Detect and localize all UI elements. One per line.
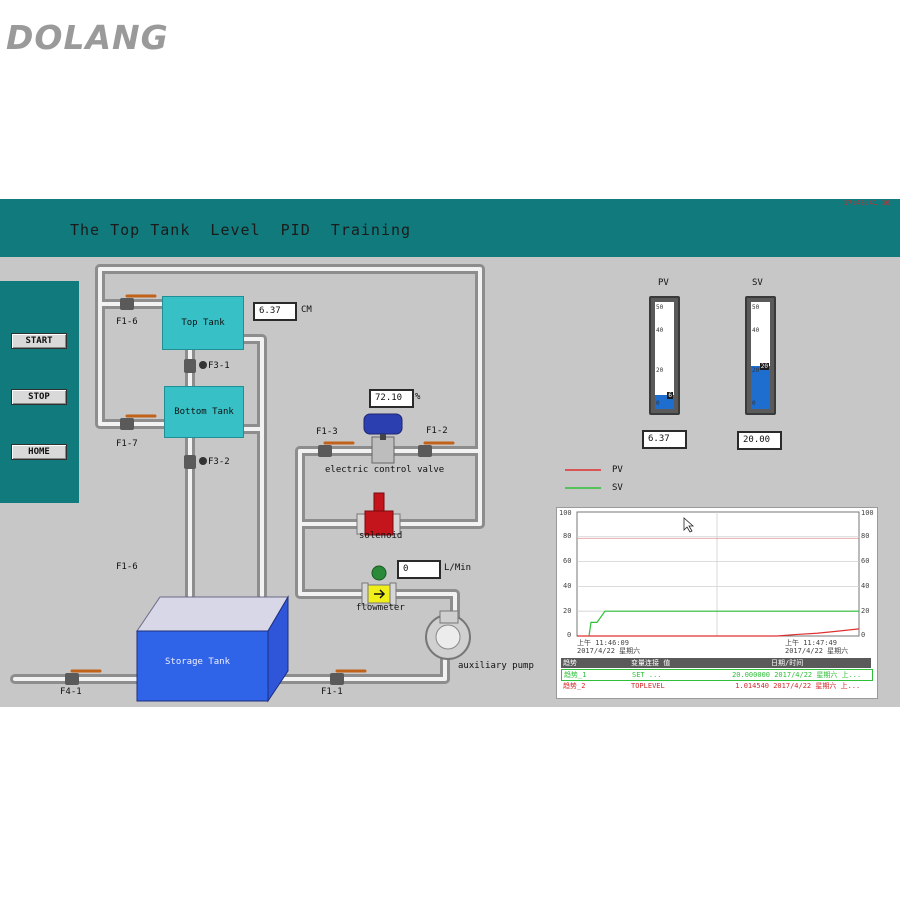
gauge-tick: 20 (752, 367, 760, 374)
valve-label-f1-7: F1-7 (116, 439, 138, 449)
pv-gauge: 50 40 20 0 6 (649, 296, 680, 415)
valve-label-f3-1: F3-1 (208, 361, 230, 371)
flow-readout: 0 (397, 560, 441, 579)
bottom-tank[interactable]: Bottom Tank (164, 386, 244, 438)
valve-label-f1-1: F1-1 (321, 687, 343, 697)
solenoid-icon (364, 492, 394, 536)
row-variable: TOPLEVEL (631, 682, 665, 690)
bottom-tank-label: Bottom Tank (174, 407, 234, 417)
sv-value-input[interactable]: 20.00 (737, 431, 782, 450)
row-value: 1.014540 (735, 682, 769, 690)
valve-label-f4-1: F4-1 (60, 687, 82, 697)
header-datetime: 日期/时间 (771, 659, 804, 667)
header-trend: 趋势 (563, 659, 577, 667)
pump-icon (425, 610, 471, 660)
row-value: 20.000000 (732, 671, 770, 679)
trend-table-header: 趋势 变量连接 值 日期/时间 (561, 658, 871, 668)
trend-plot (576, 511, 860, 637)
gauge-tick: 40 (752, 327, 760, 334)
storage-tank-shape (136, 595, 289, 703)
row-datetime: 2017/4/22 星期六 上... (774, 671, 862, 679)
y-tick-right: 0 (861, 631, 866, 639)
flowmeter-label: flowmeter (356, 603, 405, 613)
sv-gauge: 50 40 20 0 20 (745, 296, 776, 415)
y-tick-left: 100 (559, 509, 572, 517)
header-variable-value: 变量连接 值 (631, 659, 671, 667)
pv-trend-line (577, 628, 860, 637)
legend-pv-label: PV (612, 465, 623, 475)
stop-button[interactable]: STOP (11, 389, 67, 405)
storage-tank-label: Storage Tank (165, 657, 231, 667)
sv-gauge-marker: 20 (759, 363, 769, 371)
solenoid-label: solenoid (359, 531, 403, 541)
row-name: 趋势_2 (563, 682, 586, 690)
gauge-tick: 0 (656, 400, 660, 407)
gauge-tick: 40 (656, 327, 664, 334)
gauge-tick: 50 (656, 304, 664, 311)
y-tick-left: 60 (563, 557, 572, 565)
page-title: The Top Tank Level PID Training (70, 221, 412, 239)
row-name: 趋势_1 (564, 671, 587, 679)
home-button[interactable]: HOME (11, 444, 67, 460)
start-button[interactable]: START (11, 333, 67, 349)
valve-label-f3-2: F3-2 (208, 457, 230, 467)
clock-readout: 17:48:41:16 (843, 199, 890, 207)
y-tick-left: 80 (563, 532, 572, 540)
valve-opening-readout: 72.10 (369, 389, 414, 408)
gauge-tick: 50 (752, 304, 760, 311)
trend-table-row[interactable]: 趋势_1 SET ... 20.000000 2017/4/22 星期六 上... (561, 669, 873, 681)
top-tank[interactable]: Top Tank (162, 296, 244, 350)
control-panel: START STOP HOME (0, 281, 79, 503)
pv-gauge-title: PV (658, 278, 669, 288)
pipe-network (10, 264, 485, 703)
control-valve-icon (363, 413, 403, 464)
cursor-icon (683, 517, 695, 533)
valve-opening-unit: % (415, 392, 421, 402)
trend-chart[interactable]: 100 80 60 40 20 0 100 80 60 40 20 0 上午 1… (556, 507, 878, 699)
y-tick-left: 0 (567, 631, 572, 639)
valve-label-f1-3: F1-3 (316, 427, 338, 437)
flow-unit: L/Min (444, 563, 472, 573)
top-level-readout: 6.37 (253, 302, 297, 321)
y-tick-right: 20 (861, 607, 870, 615)
electric-valve-label: electric control valve (325, 465, 445, 475)
x-end-date: 2017/4/22 星期六 (785, 647, 849, 655)
pv-value-readout: 6.37 (642, 430, 687, 449)
x-start-time: 上午 11:46:09 (577, 639, 629, 647)
flowmeter-icon (367, 565, 391, 604)
top-level-unit: CM (301, 305, 312, 315)
row-variable: SET ... (632, 671, 662, 679)
auxiliary-pump-label: auxiliary pump (458, 661, 534, 671)
y-tick-right: 100 (861, 509, 874, 517)
sv-trend-line (588, 610, 859, 637)
top-tank-label: Top Tank (181, 318, 225, 328)
gauge-tick: 20 (656, 367, 664, 374)
y-tick-left: 20 (563, 607, 572, 615)
title-bar: The Top Tank Level PID Training 17:48:41… (0, 199, 900, 257)
pv-gauge-marker: 6 (667, 392, 673, 400)
gauge-tick: 0 (752, 400, 756, 407)
trend-table-row[interactable]: 趋势_2 TOPLEVEL 1.014540 2017/4/22 星期六 上... (561, 681, 871, 691)
y-tick-left: 40 (563, 582, 572, 590)
x-end-time: 上午 11:47:49 (785, 639, 837, 647)
valve-label-f1-6-side: F1-6 (116, 562, 138, 572)
sv-gauge-fill (751, 366, 770, 409)
y-tick-right: 40 (861, 582, 870, 590)
dolang-logo: DOLANG (6, 18, 169, 57)
scada-screen: The Top Tank Level PID Training 17:48:41… (0, 199, 900, 707)
y-tick-right: 80 (861, 532, 870, 540)
legend-sv-label: SV (612, 483, 623, 493)
trend-legend-lines (565, 469, 601, 489)
valve-label-f1-6: F1-6 (116, 317, 138, 327)
valve-label-f1-2: F1-2 (426, 426, 448, 436)
y-tick-right: 60 (861, 557, 870, 565)
x-start-date: 2017/4/22 星期六 (577, 647, 641, 655)
row-datetime: 2017/4/22 星期六 上... (773, 682, 861, 690)
sv-gauge-title: SV (752, 278, 763, 288)
